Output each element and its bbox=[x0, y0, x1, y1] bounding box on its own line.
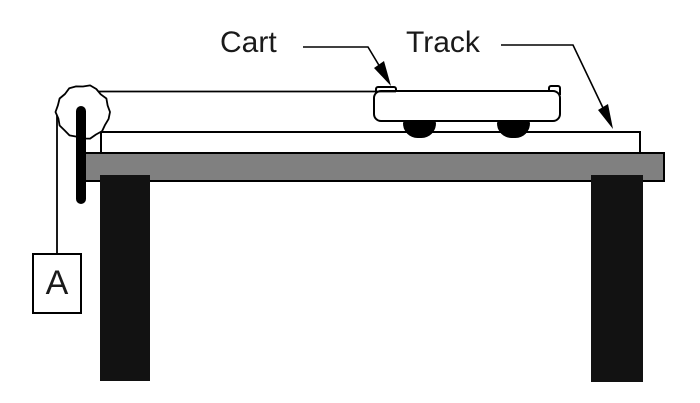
hanging-mass-box: A bbox=[32, 253, 82, 314]
table-leg-right bbox=[591, 175, 643, 382]
track bbox=[100, 131, 641, 154]
cart-wheel-rear bbox=[497, 120, 530, 138]
cart-leader-arrowhead-icon bbox=[374, 61, 391, 86]
table-leg-left bbox=[100, 175, 150, 381]
track-leader-arrowhead-icon bbox=[598, 104, 613, 129]
cart-leader-line bbox=[303, 46, 381, 68]
cart-label: Cart bbox=[220, 26, 277, 59]
hanging-mass-label: A bbox=[45, 264, 69, 302]
cart bbox=[373, 90, 561, 122]
cart-wheel-front bbox=[403, 120, 436, 138]
table-top bbox=[82, 152, 665, 182]
track-label: Track bbox=[406, 26, 480, 59]
